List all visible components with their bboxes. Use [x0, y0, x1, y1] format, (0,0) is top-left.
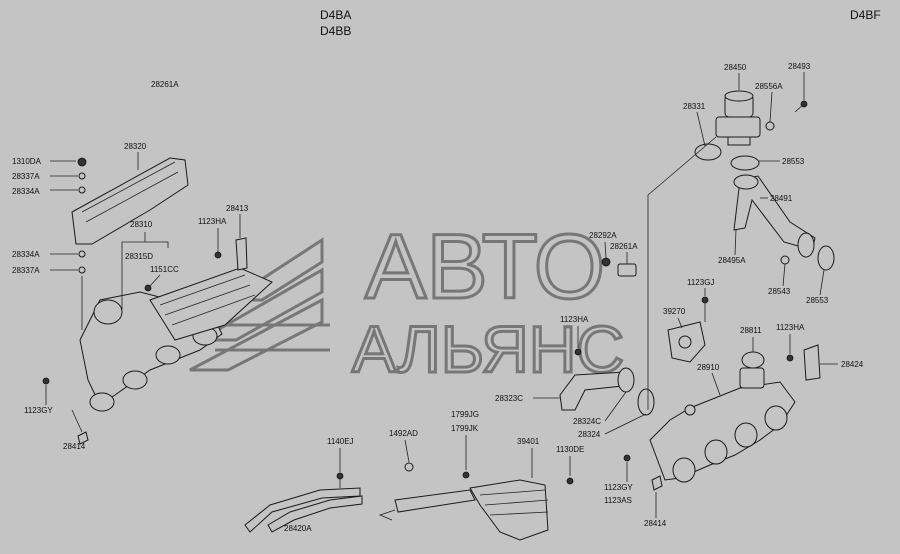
label-1123gj: 1123GJ — [687, 278, 714, 287]
bottom-pipe-28420a — [244, 487, 363, 533]
label-1123gy-right: 1123GY — [604, 483, 633, 492]
label-28495a: 28495A — [718, 256, 746, 265]
label-28261a-right: 28261A — [610, 242, 638, 251]
bottom-sensor-39401 — [378, 479, 549, 541]
label-28334a-top: 28334A — [12, 187, 40, 196]
label-28556a: 28556A — [755, 82, 783, 91]
label-28324c: 28324C — [573, 417, 601, 426]
label-28334a-bottom: 28334A — [12, 250, 40, 259]
left-bracket-28413 — [235, 237, 248, 271]
label-1151cc: 1151CC — [150, 265, 179, 274]
label-28543: 28543 — [768, 287, 791, 296]
label-28413: 28413 — [226, 204, 249, 213]
label-28315d: 28315D — [125, 252, 153, 261]
label-1130de: 1130DE — [556, 445, 584, 454]
label-28323c: 28323C — [495, 394, 523, 403]
left-heat-shield — [71, 157, 189, 245]
label-1123ha-left: 1123HA — [198, 217, 227, 226]
label-28420a: 28420A — [284, 524, 312, 533]
right-manifold-28310 — [649, 351, 796, 483]
label-28910: 28910 — [697, 363, 720, 372]
label-28324: 28324 — [578, 430, 601, 439]
left-fasteners — [42, 157, 222, 445]
label-28320: 28320 — [124, 142, 147, 151]
label-28553-top: 28553 — [782, 157, 805, 166]
label-28337a-bottom: 28337A — [12, 266, 40, 275]
label-28414-left: 28414 — [63, 442, 86, 451]
label-28292a: 28292A — [589, 231, 617, 240]
label-28493: 28493 — [788, 62, 811, 71]
label-28261a-left: 28261A — [151, 80, 179, 89]
label-28450: 28450 — [724, 63, 747, 72]
label-39270: 39270 — [663, 307, 686, 316]
label-28414-right: 28414 — [644, 519, 667, 528]
label-1799jk: 1799JK — [451, 424, 479, 433]
label-1492ad: 1492AD — [389, 429, 418, 438]
label-1310da: 1310DA — [12, 157, 42, 166]
label-1799jg: 1799JG — [451, 410, 479, 419]
watermark-line-1: АВТО — [365, 216, 605, 318]
label-28424: 28424 — [841, 360, 864, 369]
label-28331: 28331 — [683, 102, 706, 111]
label-28491: 28491 — [770, 194, 793, 203]
label-28310: 28310 — [130, 220, 153, 229]
label-39401: 39401 — [517, 437, 540, 446]
label-28811: 28811 — [740, 326, 762, 335]
engine-code-d4bb: D4BB — [320, 24, 351, 38]
watermark: АВТО АЛЬЯНС — [189, 215, 626, 388]
exhaust-pipe-28323c — [559, 367, 655, 416]
label-1123as: 1123AS — [604, 496, 632, 505]
bottom-fasteners — [336, 462, 574, 488]
egr-cooler-39270 — [667, 321, 706, 363]
engine-code-d4bf: D4BF — [850, 8, 881, 22]
label-1123gy-left: 1123GY — [24, 406, 53, 415]
label-28337a-top: 28337A — [12, 172, 40, 181]
engine-code-d4ba: D4BA — [320, 8, 351, 22]
label-1123ha-right: 1123HA — [776, 323, 805, 332]
right-fasteners — [574, 100, 821, 491]
left-upper-shield — [149, 267, 273, 341]
label-1140ej: 1140EJ — [327, 437, 354, 446]
egr-valve-28450 — [715, 90, 761, 146]
label-1123ha-mid: 1123HA — [560, 315, 589, 324]
label-28553-bottom: 28553 — [806, 296, 829, 305]
egr-pipe-28491 — [733, 174, 835, 271]
